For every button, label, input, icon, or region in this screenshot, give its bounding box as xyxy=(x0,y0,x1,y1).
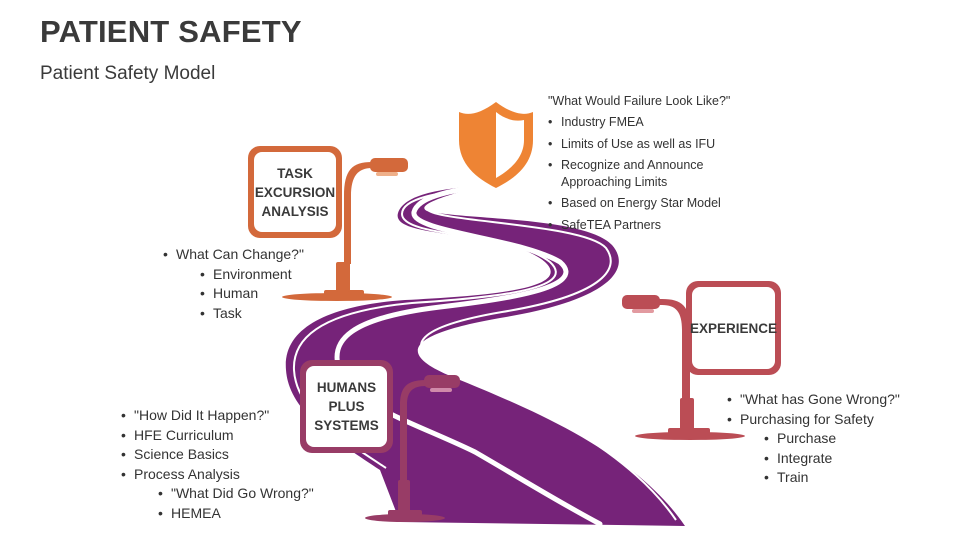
list-item: Industry FMEA xyxy=(548,114,761,131)
road-center-line xyxy=(334,183,603,527)
experience-sign-label: EXPERIENCE xyxy=(689,320,778,336)
list-item: "What has Gone Wrong?" xyxy=(727,390,900,410)
failure-heading: "What Would Failure Look Like?" xyxy=(548,94,731,108)
experience-lamp-post xyxy=(622,295,745,440)
list-item: "How Did It Happen?" xyxy=(121,406,314,426)
experience-sign: EXPERIENCE xyxy=(686,281,781,375)
road-edge-line-left xyxy=(292,187,557,469)
list-item: Limits of Use as well as IFU xyxy=(548,136,761,153)
task-excursion-sign: TASK EXCURSION ANALYSIS xyxy=(248,146,342,238)
page-title: PATIENT SAFETY xyxy=(40,14,302,49)
list-item: Train xyxy=(764,468,900,488)
list-item: Purchasing for Safety xyxy=(727,410,900,430)
list-item: Purchase xyxy=(764,429,900,449)
humans-plus-systems-sign: HUMANS PLUS SYSTEMS xyxy=(300,360,393,453)
list-item: Science Basics xyxy=(121,445,314,465)
list-item: SafeTEA Partners xyxy=(548,217,761,234)
road-edge-line-right xyxy=(420,188,677,521)
list-item: HFE Curriculum xyxy=(121,426,314,446)
list-item: Human xyxy=(200,284,304,304)
shield-icon xyxy=(459,102,533,188)
list-item: Environment xyxy=(200,265,304,285)
list-item: What Can Change?" xyxy=(163,245,304,265)
task-excursion-sign-label: TASK EXCURSION ANALYSIS xyxy=(254,165,336,219)
list-item: Based on Energy Star Model xyxy=(548,195,761,212)
list-item: "What Did Go Wrong?" xyxy=(158,484,314,504)
failure-section: "What Would Failure Look Like?" Industry… xyxy=(548,92,761,238)
task-excursion-list: What Can Change?" Environment Human Task xyxy=(163,245,304,324)
list-item: Task xyxy=(200,304,304,324)
list-item: Integrate xyxy=(764,449,900,469)
page-subtitle: Patient Safety Model xyxy=(40,63,216,84)
task-lamp-post xyxy=(282,158,408,301)
list-item: HEMEA xyxy=(158,504,314,524)
humans-lamp-post xyxy=(365,375,460,522)
humans-plus-systems-sign-label: HUMANS PLUS SYSTEMS xyxy=(314,380,379,433)
list-item: Recognize and Announce Approaching Limit… xyxy=(548,157,711,190)
humans-plus-systems-list: "How Did It Happen?" HFE Curriculum Scie… xyxy=(121,406,314,524)
experience-list: "What has Gone Wrong?" Purchasing for Sa… xyxy=(727,390,900,488)
list-item: Process Analysis xyxy=(121,465,314,485)
